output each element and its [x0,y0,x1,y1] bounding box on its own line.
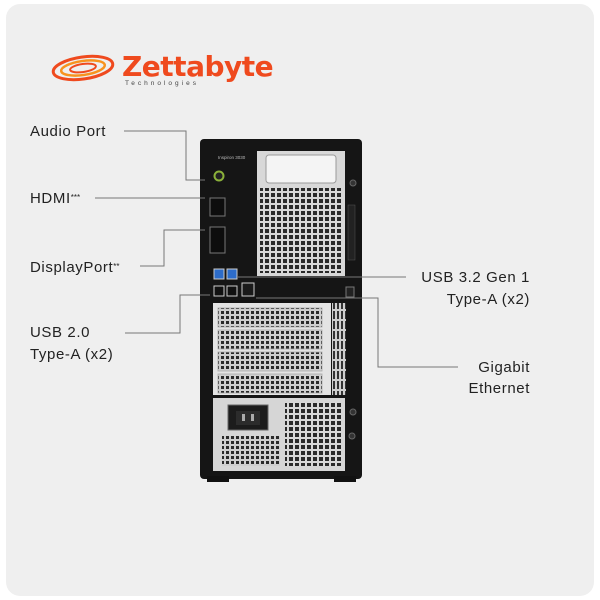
expansion-slot-cover [217,307,323,328]
side-latch [347,204,356,261]
side-vent-slots [332,303,346,395]
inlet-pin [242,414,245,421]
audio-jack [213,170,225,182]
callout-lines [95,130,458,368]
screw-icon [348,432,356,440]
model-label: Inspiron 3030 [218,155,246,160]
chassis-foot [207,476,229,482]
label-ethernet-line1: Gigabit [478,359,530,376]
label-displayport-mark: ** [113,262,120,271]
callout-line-audio [124,130,205,181]
inlet-pin [251,414,254,421]
brand-name: Zettabyte [122,50,274,83]
chassis-foot [334,476,356,482]
label-usb3-line1: USB 3.2 Gen 1 [421,269,530,286]
expansion-slot-cover [217,329,323,350]
screw-icon [349,408,357,416]
label-audio-port: Audio Port [30,123,107,140]
screw-icon [349,179,357,187]
label-displayport-text: DisplayPort [30,259,114,276]
psu-vent [222,436,280,466]
callout-line-displayport [140,229,205,267]
ethernet-port [241,282,255,297]
displayport-port [209,226,226,254]
swoosh-logo-icon [51,54,115,82]
label-usb3-line2: Type-A (x2) [446,291,530,308]
usb3-port [226,268,238,280]
brand-tagline: Technologies [125,80,199,87]
label-usb2-line2: Type-A (x2) [30,346,114,363]
usb2-port [213,285,225,297]
callout-line-usb2 [125,294,210,334]
top-vent-grille [260,188,342,273]
expansion-slot-cover [217,351,323,372]
label-ethernet-line2: Ethernet [468,380,530,397]
usb3-port [213,268,225,280]
usb2-port [226,285,238,297]
callout-line-ethernet [256,297,458,368]
lock-slot [345,286,355,298]
label-displayport: DisplayPort** [30,257,120,279]
label-usb2-line1: USB 2.0 [30,324,91,341]
power-inlet-socket [236,411,260,425]
hdmi-port [209,197,226,217]
label-hdmi: HDMI*** [30,188,80,210]
expansion-slot-cover [217,373,323,394]
label-hdmi-mark: *** [70,193,81,202]
handle-cutout [265,154,337,184]
label-hdmi-text: HDMI [30,190,71,207]
psu-fan-grille [285,402,341,466]
